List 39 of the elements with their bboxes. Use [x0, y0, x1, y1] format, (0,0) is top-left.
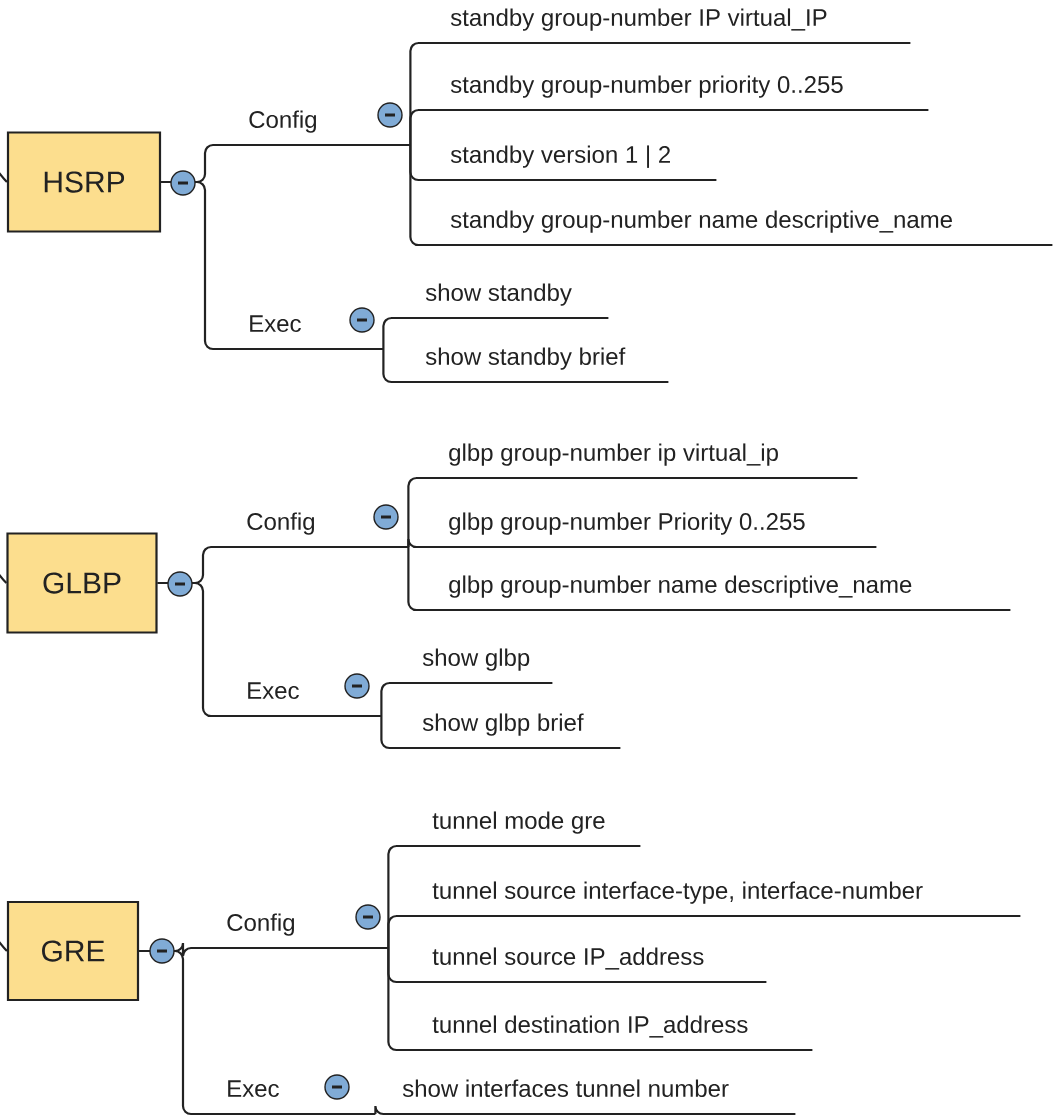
connector-line — [157, 581, 212, 718]
branch-label: glbp group-number Priority 0..255 — [416, 512, 877, 549]
connector-line — [407, 547, 418, 612]
branch-label: glbp group-number name descriptive_name — [416, 575, 1011, 612]
branch-label: Config — [191, 913, 389, 950]
branch-label: Config — [213, 110, 411, 147]
connector-line — [380, 681, 391, 716]
connector-line — [382, 316, 393, 349]
branch-label: show glbp brief — [389, 713, 621, 750]
branch-label: tunnel source IP_address — [396, 947, 767, 984]
connector-line — [407, 537, 418, 549]
branch-label: standby group-number name descriptive_name — [418, 210, 1053, 247]
branch-label: standby group-number priority 0..255 — [418, 75, 929, 112]
branch-label: glbp group-number ip virtual_ip — [416, 443, 858, 480]
connector-line — [161, 180, 214, 351]
connector-line — [409, 145, 420, 247]
branch-label: tunnel destination IP_address — [396, 1015, 813, 1052]
connector-line — [380, 716, 391, 750]
branch-label: tunnel mode gre — [396, 811, 641, 848]
connector-line — [139, 949, 192, 1116]
branch-label: Exec — [213, 315, 384, 351]
topic-box: HSRP — [6, 131, 162, 233]
branch-label: show glbp — [389, 648, 553, 685]
topic-box: GRE — [6, 900, 140, 1002]
connector-line — [387, 948, 398, 1052]
connector-line — [382, 349, 393, 384]
branch-label: show interfaces tunnel number — [392, 1079, 796, 1116]
branch-label: Config — [211, 512, 409, 549]
connector-line — [387, 914, 398, 948]
branch-label: standby version 1 | 2 — [418, 145, 717, 182]
branch-label: standby group-number IP virtual_IP — [418, 8, 911, 45]
connector-line — [374, 1104, 392, 1116]
branch-label: show standby brief — [391, 347, 669, 384]
branch-label: tunnel source interface-type, interface-number — [396, 881, 1021, 918]
connector-line — [409, 108, 420, 145]
branch-label: show standby — [391, 283, 609, 320]
topic-box: GLBP — [6, 532, 158, 634]
branch-label: Exec — [191, 1080, 376, 1116]
branch-label: Exec — [211, 682, 382, 718]
